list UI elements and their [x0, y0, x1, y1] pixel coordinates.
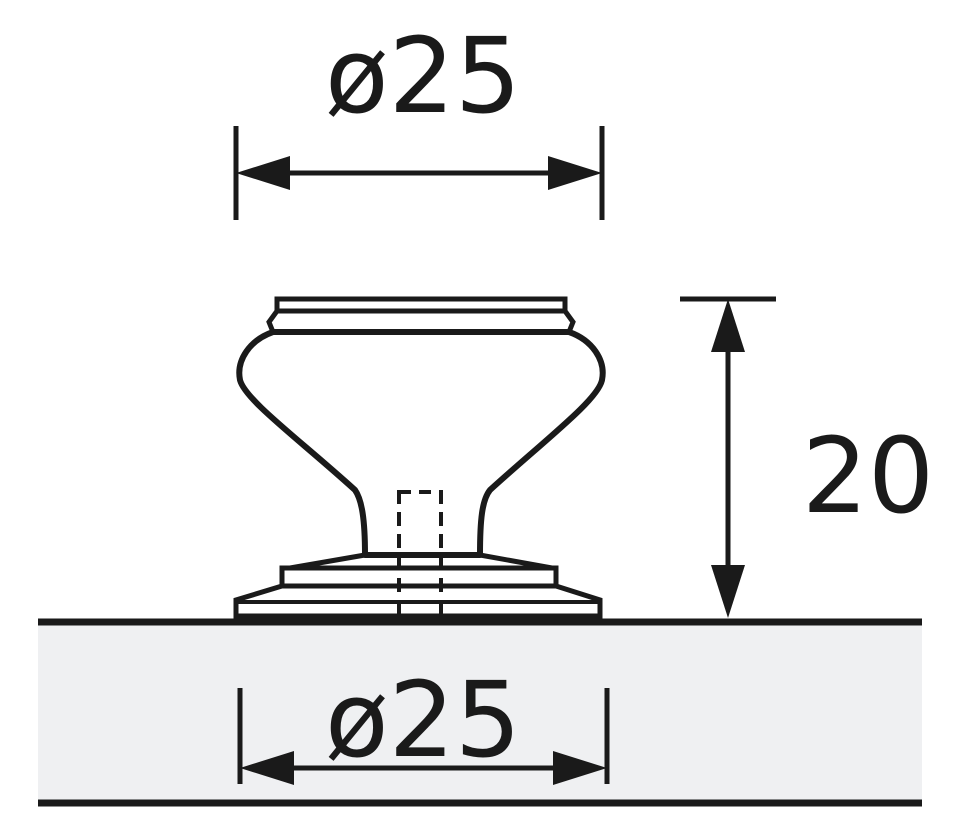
hidden-screw-hole: [397, 490, 443, 616]
knob-upper-flange: [279, 565, 559, 589]
top-arrow-left: [236, 156, 290, 190]
knob-top-bevel: [266, 308, 576, 335]
base-diameter-dimension: ø25: [237, 659, 610, 785]
top-diameter-label: ø25: [325, 15, 521, 137]
height-arrow-bottom: [711, 565, 745, 618]
base-arrow-left: [240, 751, 294, 785]
top-diameter-dimension: ø25: [233, 15, 605, 220]
base-arrow-right: [553, 751, 607, 785]
base-diameter-label: ø25: [325, 659, 521, 781]
mounting-surface: [38, 618, 922, 807]
knob: [233, 296, 606, 619]
height-dimension: 20: [680, 296, 934, 618]
height-arrow-top: [711, 299, 745, 352]
surface-fill: [38, 622, 922, 804]
knob-body: [236, 329, 606, 558]
top-arrow-right: [548, 156, 602, 190]
height-label: 20: [802, 415, 934, 537]
